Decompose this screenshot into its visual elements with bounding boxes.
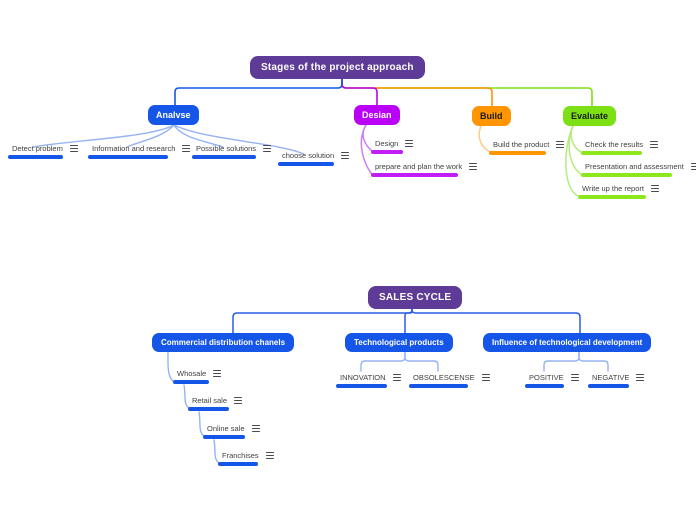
topic-underline — [88, 155, 168, 159]
topic-label[interactable]: OBSOLESCENSE — [413, 373, 475, 382]
topic-retail-sale[interactable]: Retail sale — [188, 396, 243, 411]
node-stages-root[interactable]: Stages of the project approach — [250, 56, 425, 79]
node-technological-products[interactable]: Technological products — [345, 333, 453, 352]
topic-label[interactable]: NEGATIVE — [592, 373, 630, 382]
topic-underline — [203, 435, 245, 439]
topic-label[interactable]: Information and research — [92, 144, 176, 153]
topic-detect-problem[interactable]: Detect problem — [8, 144, 78, 159]
topic-underline — [218, 462, 258, 466]
topic-presentation-assessment[interactable]: Presentation and assessment — [581, 162, 696, 177]
topic-write-up-report[interactable]: Write up the report — [578, 184, 659, 199]
node-sales-cycle-root[interactable]: SALES CYCLE — [368, 286, 463, 309]
topic-label[interactable]: Online sale — [207, 424, 245, 433]
topic-underline — [581, 173, 672, 177]
topic-obsolescense[interactable]: OBSOLESCENSE — [409, 373, 490, 388]
topic-label[interactable]: Build the product — [493, 140, 550, 149]
topic-underline — [192, 155, 256, 159]
menu-icon[interactable] — [69, 144, 78, 153]
menu-icon[interactable] — [649, 140, 658, 149]
topic-positive[interactable]: POSITIVE — [525, 373, 579, 388]
topic-choose-solution[interactable]: choose solution — [278, 151, 350, 166]
topic-underline — [578, 195, 646, 199]
topic-label[interactable]: INNOVATION — [340, 373, 386, 382]
node-evaluate[interactable]: Evaluate — [563, 106, 617, 126]
topic-prepare-plan-work[interactable]: prepare and plan the work — [371, 162, 478, 177]
node-build[interactable]: Build — [472, 106, 511, 126]
topic-label[interactable]: Check the results — [585, 140, 643, 149]
topic-innovation[interactable]: INNOVATION — [336, 373, 401, 388]
topic-online-sale[interactable]: Online sale — [203, 424, 260, 439]
topic-label[interactable]: Detect problem — [12, 144, 63, 153]
menu-icon[interactable] — [213, 369, 222, 378]
topic-underline — [489, 151, 546, 155]
topic-franchises[interactable]: Franchises — [218, 451, 274, 466]
menu-icon[interactable] — [636, 373, 645, 382]
menu-icon[interactable] — [265, 451, 274, 460]
node-commercial-distribution[interactable]: Commercial distribution chanels — [152, 333, 295, 352]
menu-icon[interactable] — [234, 396, 243, 405]
topic-underline — [8, 155, 63, 159]
topic-underline — [173, 380, 209, 384]
topic-check-the-results[interactable]: Check the results — [581, 140, 658, 155]
menu-icon[interactable] — [570, 373, 579, 382]
topic-label[interactable]: choose solution — [282, 151, 335, 160]
menu-icon[interactable] — [392, 373, 401, 382]
topic-underline — [188, 407, 229, 411]
menu-icon[interactable] — [405, 139, 414, 148]
topic-underline — [409, 384, 468, 388]
topic-whosale[interactable]: Whosale — [173, 369, 222, 384]
menu-icon[interactable] — [182, 144, 191, 153]
topic-label[interactable]: Retail sale — [192, 396, 228, 405]
menu-icon[interactable] — [251, 424, 260, 433]
topic-build-the-product[interactable]: Build the product — [489, 140, 565, 155]
topic-label[interactable]: POSITIVE — [529, 373, 564, 382]
menu-icon[interactable] — [690, 162, 696, 171]
topic-underline — [581, 151, 642, 155]
menu-icon[interactable] — [263, 144, 272, 153]
topic-label[interactable]: Franchises — [222, 451, 259, 460]
menu-icon[interactable] — [650, 184, 659, 193]
topic-underline — [371, 150, 403, 154]
topic-label[interactable]: prepare and plan the work — [375, 162, 463, 171]
topic-information-research[interactable]: Information and research — [88, 144, 191, 159]
topic-underline — [525, 384, 564, 388]
topic-label[interactable]: Write up the report — [582, 184, 644, 193]
topic-underline — [588, 384, 629, 388]
menu-icon[interactable] — [469, 162, 478, 171]
node-desian[interactable]: Desian — [354, 105, 400, 125]
topic-underline — [278, 162, 334, 166]
node-analvse[interactable]: Analvse — [148, 105, 199, 125]
topic-underline — [371, 173, 458, 177]
topic-design[interactable]: Design — [371, 139, 414, 154]
topic-possible-solutions[interactable]: Possible solutions — [192, 144, 272, 159]
menu-icon[interactable] — [481, 373, 490, 382]
topic-negative[interactable]: NEGATIVE — [588, 373, 645, 388]
topic-label[interactable]: Design — [375, 139, 399, 148]
topic-label[interactable]: Whosale — [177, 369, 207, 378]
node-influence-development[interactable]: Influence of technological development — [483, 333, 652, 352]
topic-underline — [336, 384, 387, 388]
topic-label[interactable]: Presentation and assessment — [585, 162, 684, 171]
menu-icon[interactable] — [341, 151, 350, 160]
menu-icon[interactable] — [556, 140, 565, 149]
topic-label[interactable]: Possible solutions — [196, 144, 257, 153]
